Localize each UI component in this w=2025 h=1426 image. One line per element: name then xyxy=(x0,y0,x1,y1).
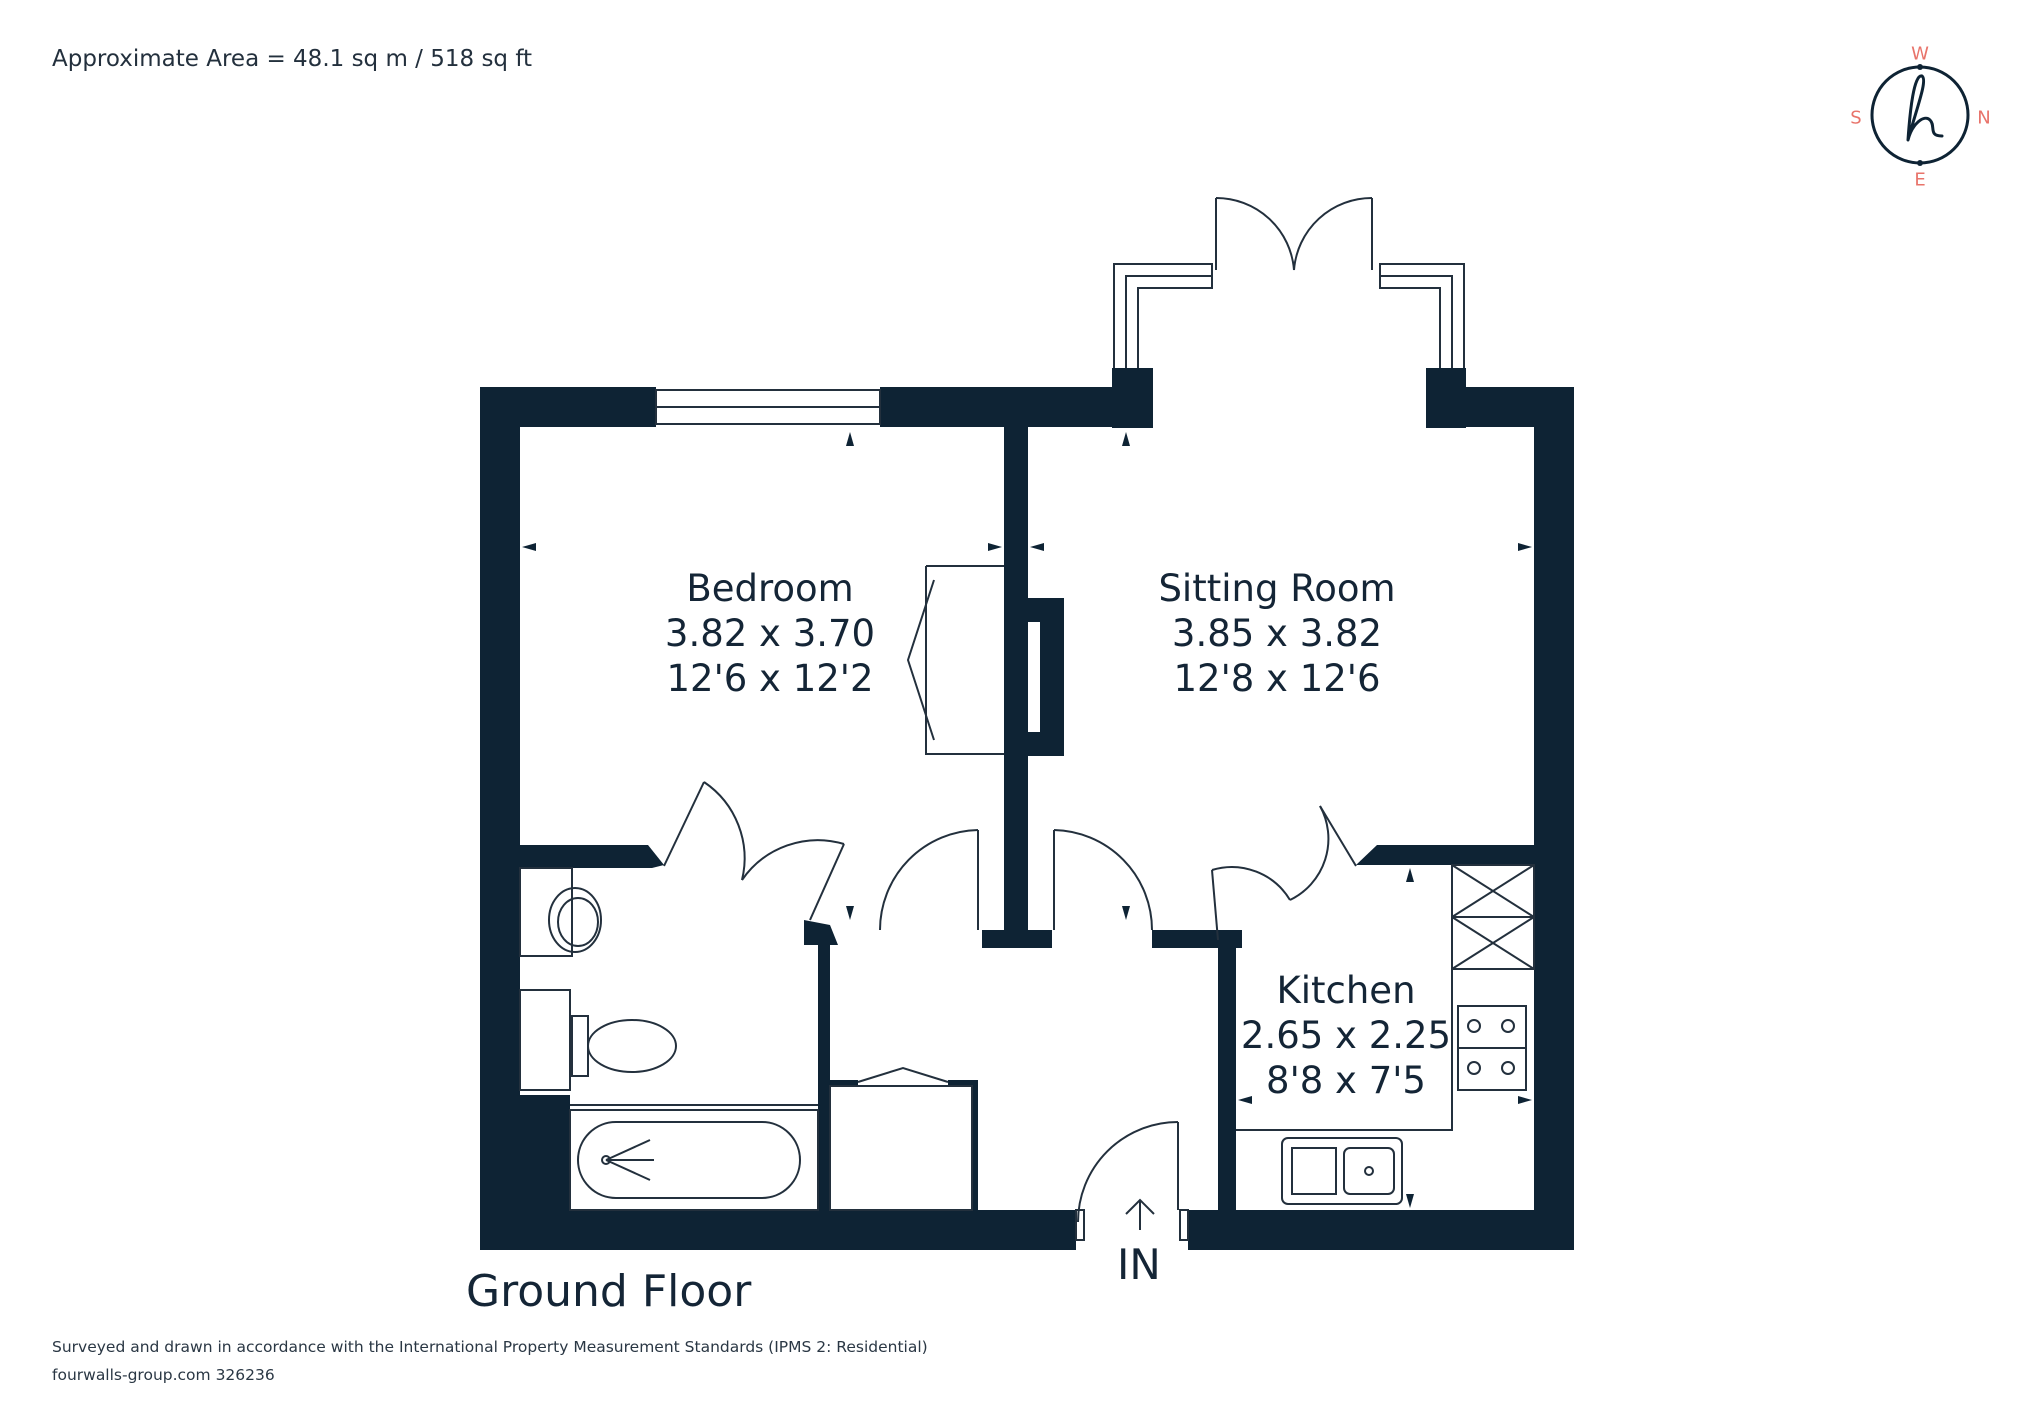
compass-north-label: N xyxy=(1977,107,1991,129)
room-name: Kitchen xyxy=(1276,969,1416,1012)
room-imperial-size: 12'8 x 12'6 xyxy=(1173,657,1381,700)
outer-walls xyxy=(480,368,1574,1250)
room-name: Sitting Room xyxy=(1158,567,1396,610)
kitchen-fixtures xyxy=(1236,864,1535,1205)
room-label-sitting-room: Sitting Room 3.85 x 3.82 12'8 x 12'6 xyxy=(1158,566,1395,701)
room-metric-size: 3.85 x 3.82 xyxy=(1171,612,1383,655)
compass-south-label: S xyxy=(1850,107,1862,129)
compass-east-label: E xyxy=(1914,169,1926,191)
standards-footnote: Surveyed and drawn in accordance with th… xyxy=(52,1338,928,1356)
reference-footnote: fourwalls-group.com 326236 xyxy=(52,1366,275,1384)
bathroom-fixtures xyxy=(519,867,819,1211)
floor-label: Ground Floor xyxy=(466,1266,752,1317)
room-name: Bedroom xyxy=(686,567,854,610)
logo-h-icon xyxy=(1906,74,1944,142)
approximate-area-text: Approximate Area = 48.1 sq m / 518 sq ft xyxy=(52,46,533,72)
inner-walls xyxy=(520,427,1534,1212)
door-swings xyxy=(663,565,1357,1241)
measurement-markers xyxy=(522,432,1532,1208)
room-metric-size: 2.65 x 2.25 xyxy=(1240,1014,1452,1057)
compass: W N S E xyxy=(1850,40,1991,191)
room-imperial-size: 12'6 x 12'2 xyxy=(666,657,874,700)
window-and-bay xyxy=(655,196,1465,425)
compass-west-label: W xyxy=(1911,43,1929,65)
room-label-bedroom: Bedroom 3.82 x 3.70 12'6 x 12'2 xyxy=(665,566,875,701)
room-imperial-size: 8'8 x 7'5 xyxy=(1266,1059,1426,1102)
room-metric-size: 3.82 x 3.70 xyxy=(664,612,876,655)
compass-ring-icon xyxy=(1870,64,1970,166)
room-label-kitchen: Kitchen 2.65 x 2.25 8'8 x 7'5 xyxy=(1241,968,1451,1103)
entrance-label: IN xyxy=(1117,1240,1161,1289)
